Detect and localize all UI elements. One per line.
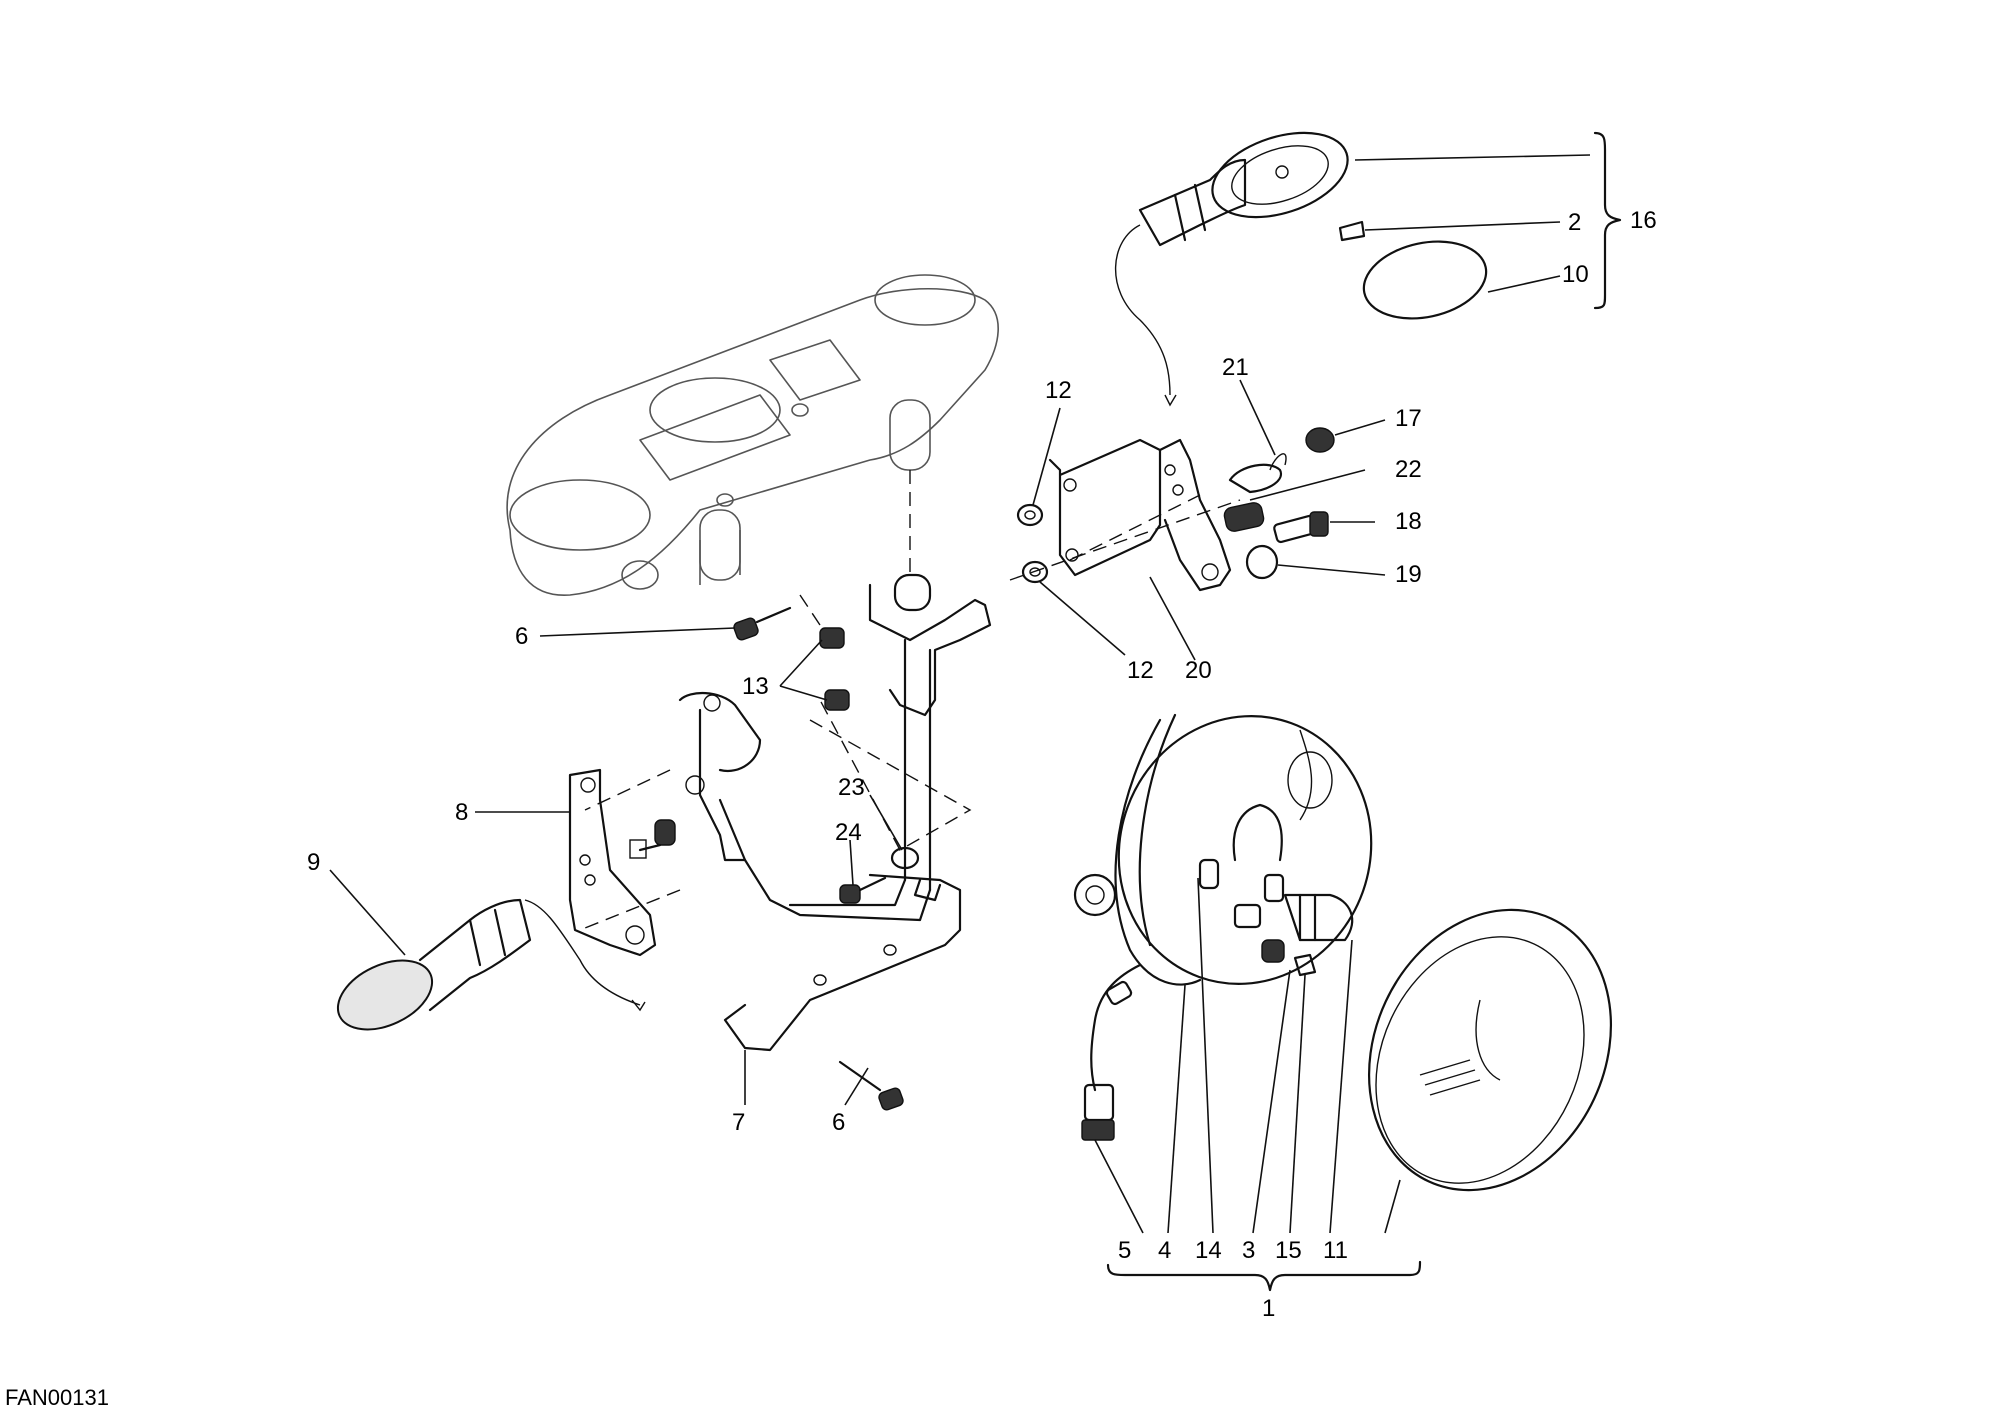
callout-15: 15 [1275, 1237, 1302, 1264]
headlight-housing [1073, 713, 1373, 1141]
callout-5: 5 [1118, 1237, 1131, 1264]
callout-6a: 6 [515, 623, 528, 650]
callout-10: 10 [1562, 261, 1589, 288]
callout-12a: 12 [1045, 377, 1072, 404]
callout-16: 16 [1630, 207, 1657, 234]
callout-20: 20 [1185, 657, 1212, 684]
indicator-stud [629, 819, 676, 859]
callout-24: 24 [835, 819, 862, 846]
callout-1: 1 [1262, 1295, 1275, 1322]
callout-6b: 6 [832, 1109, 845, 1136]
washer-23 [890, 846, 920, 870]
callout-7: 7 [732, 1109, 745, 1136]
right-turn-indicator [1114, 131, 1349, 407]
callout-14: 14 [1195, 1237, 1222, 1264]
callout-23: 23 [838, 774, 865, 801]
callout-22: 22 [1395, 456, 1422, 483]
headlight-lens [1367, 908, 1613, 1192]
grommet-12-lower [1021, 560, 1049, 584]
callout-labels: 1 2 3 4 5 6 6 7 8 9 10 11 12 12 13 14 15… [307, 207, 1657, 1322]
callout-11: 11 [1323, 1237, 1348, 1264]
callout-13: 13 [742, 673, 769, 700]
nut-13-b [824, 689, 850, 711]
callout-3: 3 [1242, 1237, 1255, 1264]
triple-clamp [506, 274, 999, 596]
grommet-12-upper [1016, 503, 1044, 527]
callout-21: 21 [1222, 354, 1249, 381]
callout-4: 4 [1158, 1237, 1171, 1264]
callout-8: 8 [455, 799, 468, 826]
nut-17 [1305, 427, 1335, 453]
callout-9: 9 [307, 849, 320, 876]
callout-2: 2 [1568, 209, 1581, 236]
left-turn-indicator [336, 898, 646, 1031]
bulb-2 [1338, 220, 1366, 242]
leader-lines [329, 154, 1591, 1234]
brace-16 [1593, 131, 1622, 310]
indicator-bracket [1048, 438, 1232, 592]
bolt-24 [839, 876, 887, 904]
callout-19: 19 [1395, 561, 1422, 588]
indicator-plate [568, 768, 657, 957]
bolt-6-lower [838, 1060, 904, 1111]
bolt-6-upper [733, 606, 792, 641]
headlight-bracket [678, 573, 992, 1052]
clip-21 [1228, 453, 1287, 494]
lens-10 [1362, 240, 1488, 320]
brace-1 [1106, 1260, 1422, 1292]
washer-19 [1245, 544, 1279, 580]
callout-12b: 12 [1127, 657, 1154, 684]
rubber-block-22 [1223, 502, 1265, 532]
callout-17: 17 [1395, 405, 1422, 432]
callout-18: 18 [1395, 508, 1422, 535]
bolt-18 [1273, 511, 1329, 544]
nut-13-a [819, 627, 845, 649]
diagram-code: FAN00131 [5, 1385, 109, 1410]
